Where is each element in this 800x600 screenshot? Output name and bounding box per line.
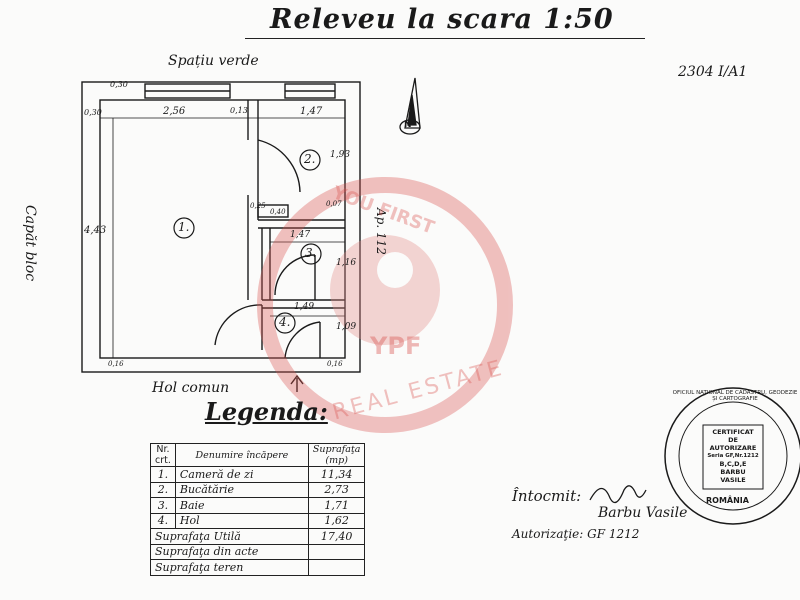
dim-wall-small: 0,25: [250, 202, 266, 210]
summary-row: Suprafaţa teren: [150, 559, 366, 576]
row-nr: 1.: [150, 466, 176, 483]
dim-niche-depth: 0,07: [326, 200, 342, 208]
room-1-marker: [173, 217, 195, 239]
dim-room3-width: 1,47: [290, 230, 311, 240]
row-area: 1,62: [307, 512, 366, 529]
room-2-number: 2.: [304, 152, 316, 166]
row-nr: 2.: [150, 481, 176, 498]
dim-partition: 0,13: [230, 106, 248, 115]
entrance-arrow: [290, 374, 304, 392]
outer-wall: [81, 81, 361, 373]
dim-room1-depth: 4,43: [84, 225, 107, 236]
kitchen-door: [257, 139, 301, 193]
dim-wall-bottom-left: 0,16: [108, 360, 124, 368]
row-nr: 4.: [150, 512, 176, 529]
stamp-outer-text: OFICIUL NAȚIONAL DE CADASTRU, GEODEZIE Ș…: [672, 390, 798, 402]
watermark-brand: YPF: [370, 332, 422, 360]
stamp-line: VASILE: [720, 476, 746, 484]
header-nr: Nr. crt.: [150, 443, 176, 467]
dim-room4-depth: 1,09: [336, 322, 357, 332]
legend-header-row: Nr. crt. Denumire încăpere Suprafaţa (mp…: [150, 443, 366, 467]
summary-label: Suprafaţa Utilă: [150, 528, 309, 545]
stamp-line: CERTIFICAT: [712, 428, 754, 436]
room-3-number: 3.: [305, 246, 317, 260]
room-4-number: 4.: [279, 315, 291, 329]
summary-label: Suprafaţa teren: [150, 559, 309, 576]
label-left: Capăt bloc: [22, 205, 38, 282]
summary-row: Suprafaţa Utilă 17,40: [150, 528, 366, 545]
row-area: 2,73: [307, 481, 366, 498]
legend-row: 3. Baie 1,71: [150, 497, 366, 514]
niche: [257, 204, 289, 218]
title-underline: [245, 38, 645, 39]
authorization-number: Autorizaţie: GF 1212: [512, 527, 640, 541]
label-top: Spațiu verde: [168, 53, 259, 69]
dim-wall-left-top: 0,30: [84, 108, 102, 117]
room-1-number: 1.: [178, 220, 190, 234]
row-name: Baie: [174, 497, 309, 514]
legend-title: Legenda:: [205, 397, 328, 426]
dim-niche-width: 0,40: [270, 208, 286, 216]
row-area: 11,34: [307, 466, 366, 483]
plan-title: Releveu la scara 1:50: [270, 4, 614, 35]
dim-room4-width: 1,49: [294, 302, 315, 312]
stamp-certificate: CERTIFICAT DE AUTORIZARE Seria GF,Nr.121…: [703, 428, 763, 484]
stamp-line: DE: [728, 436, 738, 444]
living-door: [214, 304, 263, 346]
row-area: 1,71: [307, 497, 366, 514]
stamp-line: AUTORIZARE: [709, 444, 757, 452]
summary-label: Suprafaţa din acte: [150, 543, 309, 560]
header-name: Denumire încăpere: [174, 443, 309, 467]
room-4-marker: [274, 312, 296, 334]
legend-row: 2. Bucătărie 2,73: [150, 481, 366, 498]
stamp-line: BARBU: [720, 468, 746, 476]
row-name: Hol: [174, 512, 309, 529]
summary-value: 17,40: [307, 528, 366, 545]
stamp-line: Seria GF,Nr.1212: [707, 453, 759, 459]
legend-row: 1. Cameră de zi 11,34: [150, 466, 366, 483]
dim-room2-width: 1,47: [300, 106, 323, 117]
bathroom-door: [274, 254, 316, 296]
legend-row: 4. Hol 1,62: [150, 512, 366, 529]
dim-room1-width: 2,56: [163, 106, 186, 117]
room-3-marker: [300, 243, 322, 265]
reference-code: 2304 I/A1: [678, 64, 748, 80]
inner-wall: [99, 99, 346, 359]
north-letter: N: [404, 120, 412, 130]
legend-table: Nr. crt. Denumire încăpere Suprafaţa (mp…: [150, 443, 366, 576]
cadastre-stamp: [664, 387, 800, 525]
row-name: Cameră de zi: [174, 466, 309, 483]
label-bottom: Hol comun: [152, 380, 230, 396]
summary-row: Suprafaţa din acte: [150, 543, 366, 560]
dim-wall-bottom-right: 0,16: [327, 360, 343, 368]
summary-value: [307, 543, 366, 560]
dim-room3-depth: 1,16: [336, 258, 357, 268]
stamp-line: B,C,D,E: [719, 460, 747, 468]
dim-wall-top: 0,30: [110, 80, 128, 89]
entrance-door: [284, 321, 321, 359]
summary-value: [307, 559, 366, 576]
room-2-marker: [299, 149, 321, 171]
header-area: Suprafaţa (mp): [307, 443, 366, 467]
prepared-by-label: Întocmit:: [512, 487, 582, 505]
signature-scribble: [589, 485, 647, 504]
row-nr: 3.: [150, 497, 176, 514]
north-arrow: [399, 77, 421, 135]
dim-room2-depth: 1,93: [330, 150, 351, 160]
author-name: Barbu Vasile: [598, 505, 688, 521]
row-name: Bucătărie: [174, 481, 309, 498]
watermark-logo: [257, 177, 513, 433]
stamp-country: ROMÂNIA: [706, 496, 749, 505]
